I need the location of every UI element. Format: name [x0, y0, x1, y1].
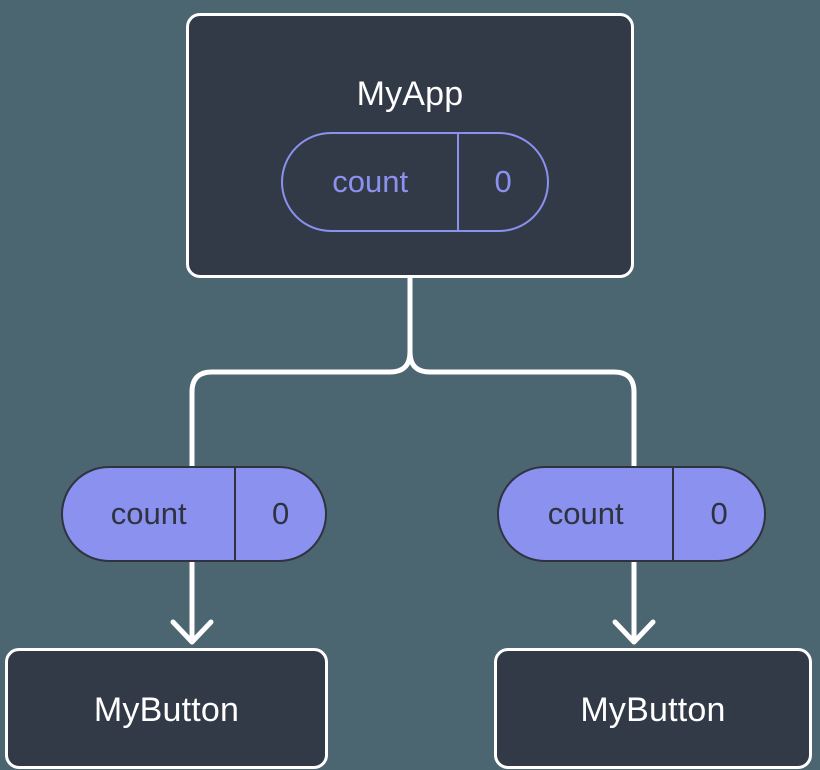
prop-pill-value: 0 — [710, 496, 728, 531]
arrow-down-icon — [612, 559, 656, 645]
component-box-myapp[interactable]: MyApp count 0 — [186, 13, 634, 278]
tree-branch-connector — [189, 275, 637, 473]
prop-pill-name: count — [499, 468, 675, 560]
arrow-down-icon — [170, 559, 214, 645]
state-pill-count[interactable]: count 0 — [281, 132, 549, 232]
state-pill-name: count — [283, 134, 460, 230]
prop-pill-count-left[interactable]: count 0 — [61, 466, 327, 562]
component-title-myapp: MyApp — [356, 75, 464, 113]
prop-pill-name: count — [63, 468, 237, 560]
component-box-mybutton-right[interactable]: MyButton — [494, 648, 812, 769]
prop-pill-value: 0 — [272, 496, 290, 531]
component-title-mybutton: MyButton — [93, 691, 240, 729]
prop-pill-count-right[interactable]: count 0 — [497, 466, 766, 562]
state-pill-value: 0 — [494, 164, 512, 199]
component-box-mybutton-left[interactable]: MyButton — [5, 648, 328, 769]
component-title-mybutton: MyButton — [580, 691, 726, 729]
